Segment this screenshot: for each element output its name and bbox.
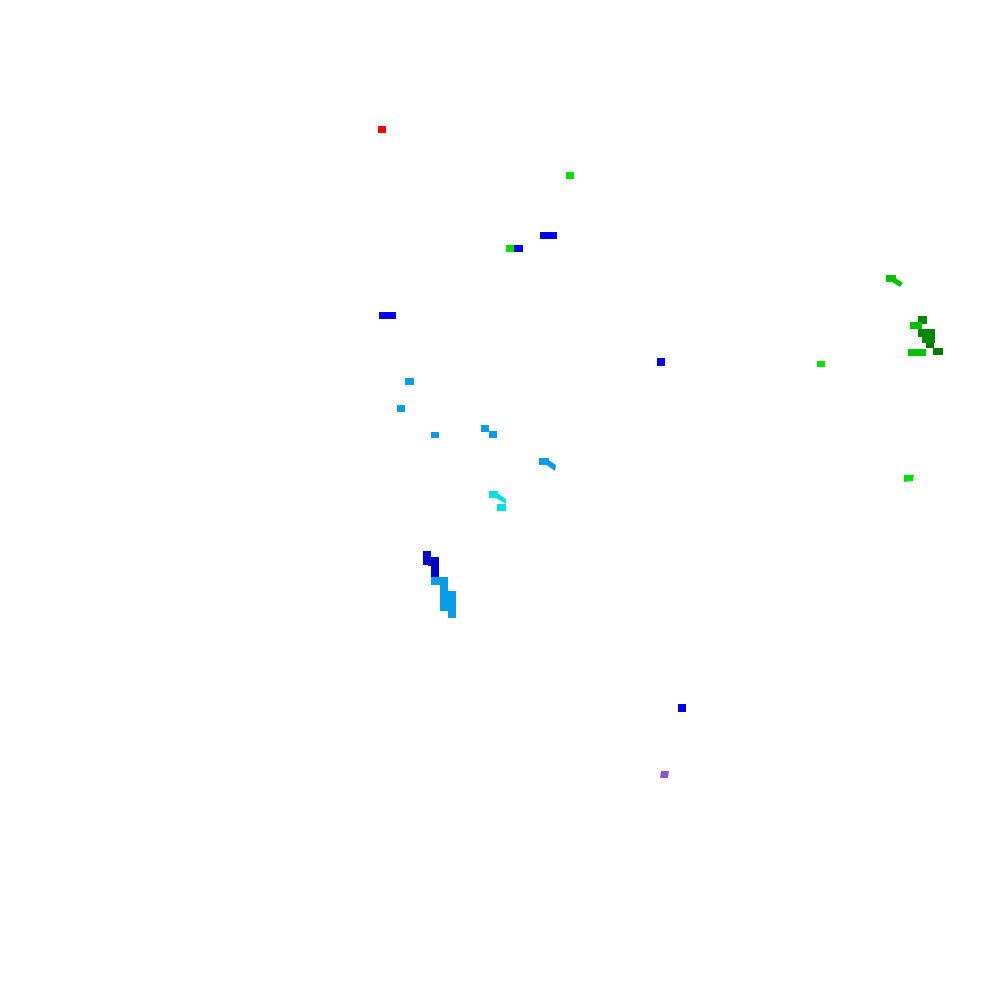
- cyan-streak: [489, 491, 506, 511]
- sky-blue-patch-4: [481, 425, 497, 438]
- green-patch-right: [817, 361, 825, 367]
- blue-patch-center: [657, 358, 665, 366]
- red-patch: [378, 126, 386, 133]
- sky-blue-patch-1: [405, 378, 414, 385]
- sky-blue-patch-3: [431, 432, 439, 438]
- green-patch-lower-right: [904, 475, 914, 482]
- sky-blue-streak: [539, 458, 556, 471]
- green-blue-patch: [506, 245, 523, 252]
- blue-sky-blue-streak: [423, 551, 456, 618]
- green-patch-top: [566, 172, 574, 179]
- blue-patch-top: [540, 232, 557, 239]
- sky-blue-patch-2: [397, 405, 405, 412]
- blue-patch-left: [379, 312, 396, 319]
- green-cluster-far-right: [886, 275, 943, 356]
- blue-patch-bottom: [678, 704, 686, 712]
- purple-patch: [660, 771, 669, 778]
